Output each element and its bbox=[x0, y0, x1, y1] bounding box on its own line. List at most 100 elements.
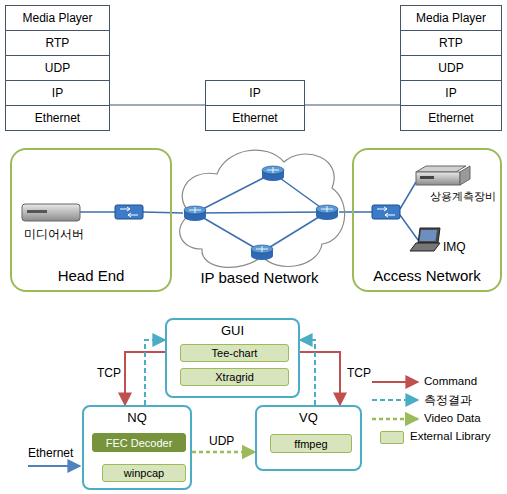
shape bbox=[184, 206, 206, 214]
server-front bbox=[416, 172, 460, 185]
text-label: IMQ bbox=[443, 240, 466, 254]
protocol-layer-box: IP bbox=[400, 80, 502, 106]
node-text: Ethernet bbox=[35, 111, 80, 125]
server-top bbox=[416, 166, 466, 172]
laptop-display bbox=[419, 230, 437, 241]
router-icon bbox=[262, 166, 284, 181]
link bbox=[262, 212, 327, 252]
node-text: Xtragrid bbox=[215, 371, 254, 383]
node-text: UDP bbox=[45, 61, 70, 75]
module-box: GUI Tee-chartXtragrid bbox=[165, 318, 300, 398]
legend-text: Video Data bbox=[424, 412, 481, 424]
library-box: winpcap bbox=[102, 464, 186, 482]
connector bbox=[110, 104, 205, 105]
node-text: Ethernet bbox=[232, 111, 277, 125]
protocol-layer-box: Ethernet bbox=[400, 105, 502, 131]
shape bbox=[189, 207, 201, 213]
connector bbox=[300, 352, 340, 405]
node-text: Ethernet bbox=[428, 111, 473, 125]
laptop-base bbox=[410, 243, 440, 251]
network-wires bbox=[80, 182, 418, 240]
legend-text: Command bbox=[424, 375, 477, 387]
node-text: VQ bbox=[299, 410, 318, 425]
server-slot bbox=[420, 176, 434, 179]
node-text: UDP bbox=[438, 61, 463, 75]
connector bbox=[300, 340, 315, 405]
switch-arrows bbox=[120, 207, 138, 217]
node-text: GUI bbox=[221, 323, 244, 338]
node-text: winpcap bbox=[124, 467, 164, 479]
server-side bbox=[460, 166, 470, 185]
switch-body bbox=[115, 205, 143, 219]
wire bbox=[143, 212, 183, 213]
laptop-icon bbox=[410, 228, 440, 251]
result-sample bbox=[372, 399, 418, 401]
router-icon bbox=[316, 205, 338, 220]
shape bbox=[256, 246, 268, 252]
link bbox=[195, 212, 327, 213]
media-server-icon bbox=[22, 204, 80, 221]
protocol-layer-box: Ethernet bbox=[5, 105, 110, 131]
command-sample bbox=[372, 381, 418, 383]
switch-arrows bbox=[377, 207, 395, 217]
connector bbox=[145, 340, 165, 405]
library-box: FEC Decoder bbox=[92, 433, 186, 452]
protocol-layer-box: UDP bbox=[5, 55, 110, 81]
protocol-layer-box: IP bbox=[5, 80, 110, 106]
link bbox=[195, 173, 273, 213]
wire bbox=[400, 215, 418, 240]
edge-label: TCP bbox=[346, 366, 372, 380]
node-text: RTP bbox=[46, 36, 70, 50]
node-text: IP bbox=[52, 86, 63, 100]
connector bbox=[305, 104, 400, 105]
ethernet-input-arrow bbox=[28, 465, 80, 467]
module-box: NQ FEC Decoder winpcap bbox=[82, 405, 192, 490]
network-region: Access Network bbox=[352, 148, 502, 292]
video-sample bbox=[372, 418, 418, 421]
node-text: IP based Network bbox=[200, 269, 318, 286]
shape bbox=[267, 167, 279, 173]
node-text: Media Player bbox=[22, 11, 92, 25]
protocol-layer-box: IP bbox=[205, 80, 305, 106]
protocol-layer-box: RTP bbox=[400, 30, 502, 56]
protocol-layer-box: Media Player bbox=[5, 5, 110, 31]
shape bbox=[321, 206, 333, 212]
router-icon bbox=[251, 245, 273, 260]
library-box: Xtragrid bbox=[180, 368, 289, 386]
network-cloud: IP based Network bbox=[172, 142, 347, 292]
shape bbox=[251, 245, 273, 253]
library-box: Tee-chart bbox=[180, 344, 289, 362]
legend-text: 측정결과 bbox=[424, 393, 472, 408]
node-text: ffmpeg bbox=[294, 438, 327, 450]
text-label: Ethernet bbox=[28, 446, 73, 460]
connector bbox=[192, 451, 255, 454]
legend-samples bbox=[372, 382, 418, 419]
cloud-shape bbox=[180, 150, 345, 267]
text-label: 미디어서버 bbox=[24, 226, 84, 243]
edge-label: UDP bbox=[208, 434, 235, 448]
node-text: IP bbox=[249, 86, 260, 100]
router-icon bbox=[184, 206, 206, 221]
rack-server-icon bbox=[416, 166, 470, 185]
protocol-layer-box: UDP bbox=[400, 55, 502, 81]
node-text: Media Player bbox=[416, 11, 486, 25]
legend-text: External Library bbox=[410, 430, 491, 442]
node-text: NQ bbox=[127, 410, 147, 425]
node-text: IP bbox=[445, 86, 456, 100]
shape bbox=[262, 166, 284, 174]
switch-icon bbox=[372, 205, 400, 219]
laptop-screen bbox=[418, 228, 440, 243]
library-box: ffmpeg bbox=[270, 434, 352, 453]
switch-body bbox=[372, 205, 400, 219]
text-label: 상용계측장비 bbox=[430, 189, 496, 204]
edge-label: TCP bbox=[96, 366, 122, 380]
legend-swatch bbox=[380, 431, 404, 444]
wire bbox=[339, 211, 372, 213]
link bbox=[195, 213, 262, 252]
protocol-layer-box: RTP bbox=[5, 30, 110, 56]
protocol-layer-box: Ethernet bbox=[205, 105, 305, 131]
wire bbox=[400, 182, 416, 209]
node-text: FEC Decoder bbox=[106, 437, 173, 449]
wire bbox=[80, 211, 115, 213]
